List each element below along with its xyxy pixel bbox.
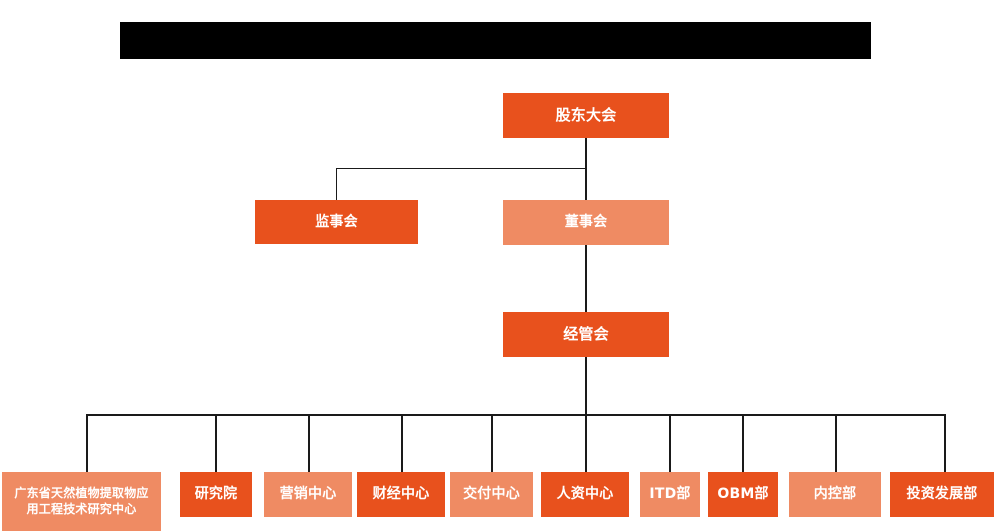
- connector-drop-hr-center: [585, 414, 587, 472]
- node-itd-dept-label: ITD部: [649, 486, 691, 503]
- node-obm-dept[interactable]: OBM部: [708, 472, 778, 517]
- connector-drop-delivery-center: [491, 414, 493, 472]
- node-shareholders-meeting-label: 股东大会: [555, 105, 617, 124]
- node-investment-development-dept[interactable]: 投资发展部: [890, 472, 994, 517]
- node-marketing-center[interactable]: 营销中心: [264, 472, 352, 517]
- node-hr-center-label: 人资中心: [556, 486, 614, 503]
- node-management-committee[interactable]: 经管会: [503, 312, 669, 357]
- node-institute[interactable]: 研究院: [180, 472, 252, 517]
- connector-drop-obm-dept: [742, 414, 744, 472]
- node-itd-dept[interactable]: ITD部: [640, 472, 700, 517]
- connector-drop-finance-center: [401, 414, 403, 472]
- node-investment-development-dept-label: 投资发展部: [906, 486, 978, 503]
- connector-management-down: [585, 357, 587, 416]
- node-delivery-center-label: 交付中心: [463, 486, 520, 503]
- node-board-of-directors[interactable]: 董事会: [503, 200, 669, 245]
- node-institute-label: 研究院: [194, 486, 238, 503]
- connector-drop-investment-dept: [944, 414, 946, 472]
- connector-level4-bus: [86, 414, 946, 416]
- node-obm-dept-label: OBM部: [717, 486, 769, 503]
- connector-drop-itd-dept: [669, 414, 671, 472]
- connector-drop-rnd-center: [86, 414, 88, 472]
- node-guangdong-rnd-center[interactable]: 广东省天然植物提取物应用工程技术研究中心: [2, 472, 161, 531]
- node-internal-control-dept-label: 内控部: [813, 486, 857, 503]
- connector-drop-directors: [585, 168, 587, 201]
- node-finance-center[interactable]: 财经中心: [357, 472, 445, 517]
- node-finance-center-label: 财经中心: [372, 486, 430, 503]
- node-hr-center[interactable]: 人资中心: [541, 472, 629, 517]
- connector-drop-institute: [215, 414, 217, 472]
- node-board-of-supervisors-label: 监事会: [315, 213, 358, 230]
- node-shareholders-meeting[interactable]: 股东大会: [503, 93, 669, 138]
- connector-directors-to-management: [585, 245, 587, 312]
- node-board-of-supervisors[interactable]: 监事会: [255, 200, 418, 244]
- connector-drop-internal-control: [835, 414, 837, 472]
- node-guangdong-rnd-center-label: 广东省天然植物提取物应用工程技术研究中心: [14, 485, 149, 516]
- node-delivery-center[interactable]: 交付中心: [450, 472, 533, 517]
- node-marketing-center-label: 营销中心: [279, 486, 337, 503]
- redacted-title-bar: [120, 22, 871, 59]
- connector-level2-bus: [336, 168, 586, 169]
- connector-drop-supervisors: [336, 168, 337, 201]
- connector-shareholders-down: [585, 138, 587, 169]
- node-internal-control-dept[interactable]: 内控部: [789, 472, 881, 517]
- node-board-of-directors-label: 董事会: [564, 214, 608, 231]
- connector-drop-marketing-center: [308, 414, 310, 472]
- node-management-committee-label: 经管会: [563, 324, 609, 343]
